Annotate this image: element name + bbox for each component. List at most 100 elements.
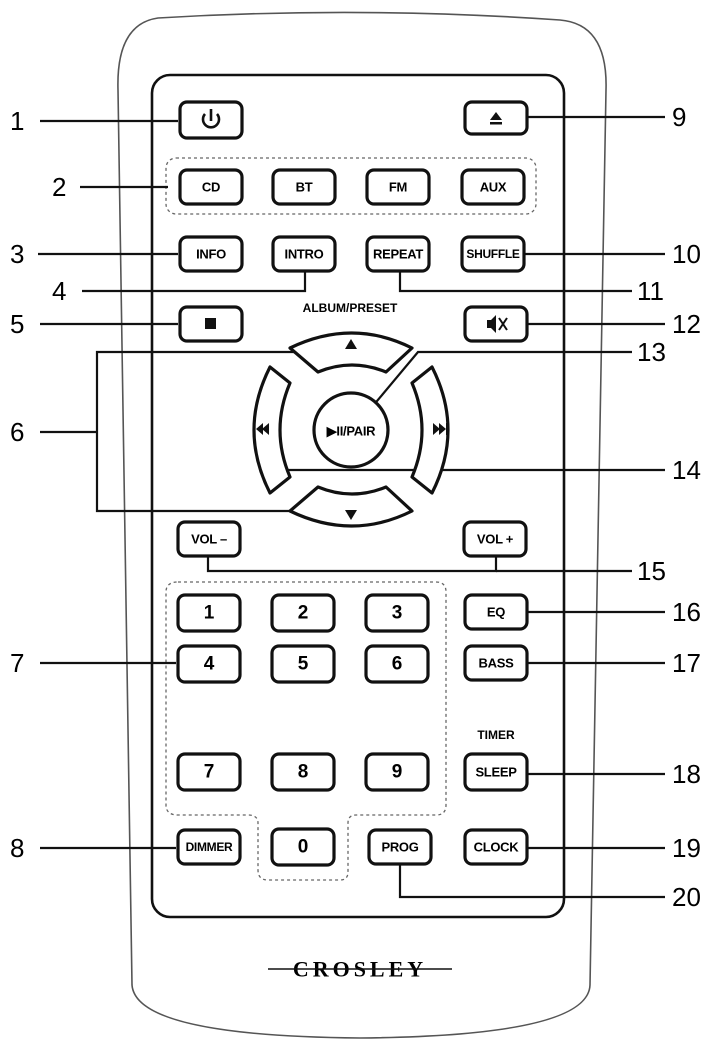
crosley-logo: CROSLEY: [268, 957, 452, 982]
power-button[interactable]: [178, 100, 244, 140]
bass-button[interactable]: BASS: [463, 644, 529, 682]
dimmer-button-label: DIMMER: [186, 840, 233, 854]
prev-track-button[interactable]: [252, 365, 292, 495]
album-preset-up-button[interactable]: [288, 331, 414, 374]
callout-9: 9: [672, 102, 686, 132]
callout-19: 19: [672, 833, 701, 863]
callout-11: 11: [637, 276, 664, 306]
info-button-label: INFO: [196, 247, 226, 262]
digit-button-3[interactable]: 3: [364, 593, 430, 633]
callout-1: 1: [10, 106, 24, 136]
leader-13: [371, 350, 632, 408]
fm-button-label: FM: [389, 180, 407, 195]
digit-button-2[interactable]: 2: [270, 593, 336, 633]
digit-label: 2: [298, 603, 309, 624]
arrow-down-icon: [345, 510, 357, 520]
callout-7: 7: [10, 648, 24, 678]
aux-button-label: AUX: [480, 180, 507, 195]
next-track-icon: [433, 423, 449, 435]
callout-3: 3: [10, 239, 24, 269]
intro-button-label: INTRO: [285, 247, 324, 262]
vol-minus-label: VOL –: [191, 532, 227, 547]
mute-icon: [487, 315, 508, 333]
prev-track-icon: [253, 423, 269, 435]
callout-15: 15: [637, 556, 666, 586]
digit-label: 9: [392, 762, 403, 783]
digit-button-7[interactable]: 7: [176, 752, 242, 792]
callout-4: 4: [52, 276, 66, 306]
clock-button-label: CLOCK: [474, 840, 520, 855]
digit-button-4[interactable]: 4: [176, 644, 242, 684]
stop-button[interactable]: [178, 305, 244, 343]
repeat-button[interactable]: REPEAT: [365, 235, 431, 273]
digit-button-1[interactable]: 1: [176, 593, 242, 633]
leader-20: [398, 865, 665, 899]
timer-caption: TIMER: [477, 728, 515, 742]
bass-button-label: BASS: [479, 656, 515, 671]
vol-minus-button[interactable]: VOL –: [176, 520, 242, 558]
callout-2: 2: [52, 172, 66, 202]
power-icon: [201, 109, 221, 129]
digit-button-5[interactable]: 5: [270, 644, 336, 684]
digit-button-0[interactable]: 0: [270, 827, 336, 867]
eject-icon: [490, 112, 502, 125]
dimmer-button[interactable]: DIMMER: [176, 828, 242, 866]
bt-button-label: BT: [296, 180, 313, 195]
digit-button-6[interactable]: 6: [364, 644, 430, 684]
aux-button[interactable]: AUX: [460, 168, 526, 206]
eq-button[interactable]: EQ: [463, 593, 529, 631]
callout-13: 13: [637, 337, 666, 367]
intro-button[interactable]: INTRO: [271, 235, 337, 273]
callout-6: 6: [10, 417, 24, 447]
sleep-button[interactable]: SLEEP: [463, 752, 529, 792]
digit-label: 4: [204, 654, 215, 675]
album-preset-caption: ALBUM/PRESET: [303, 301, 398, 315]
leader-15: [206, 556, 498, 573]
number-pad-outline: [165, 581, 447, 881]
callout-12: 12: [672, 309, 701, 339]
nav-pad: ▶II/PAIR: [252, 331, 450, 528]
callout-5: 5: [10, 309, 24, 339]
play-pair-button[interactable]: ▶II/PAIR: [312, 391, 390, 469]
leader-4: [82, 270, 307, 293]
callout-8: 8: [10, 833, 24, 863]
info-button[interactable]: INFO: [178, 235, 244, 273]
mute-button[interactable]: [463, 305, 529, 343]
digit-label: 7: [204, 762, 215, 783]
digit-label: 0: [298, 837, 309, 858]
digit-label: 5: [298, 654, 309, 675]
leader-11: [398, 270, 632, 293]
album-preset-down-button[interactable]: [288, 485, 414, 528]
digit-button-8[interactable]: 8: [270, 752, 336, 792]
fm-button[interactable]: FM: [365, 168, 431, 206]
callout-18: 18: [672, 759, 701, 789]
vol-plus-button[interactable]: VOL +: [462, 520, 528, 558]
digit-label: 1: [204, 603, 215, 624]
sleep-button-label: SLEEP: [475, 765, 517, 780]
vol-plus-label: VOL +: [477, 532, 514, 547]
play-pair-label: ▶II/PAIR: [326, 424, 376, 439]
callout-14: 14: [672, 455, 701, 485]
eject-button[interactable]: [463, 100, 529, 136]
arrow-up-icon: [345, 339, 357, 349]
prog-button[interactable]: PROG: [367, 828, 433, 866]
next-track-button[interactable]: [410, 365, 450, 495]
shuffle-button[interactable]: SHUFFLE: [460, 235, 526, 273]
clock-button[interactable]: CLOCK: [463, 828, 529, 866]
shuffle-button-label: SHUFFLE: [466, 247, 520, 261]
repeat-button-label: REPEAT: [373, 247, 423, 262]
digit-button-9[interactable]: 9: [364, 752, 430, 792]
digit-label: 8: [298, 762, 309, 783]
callout-17: 17: [672, 648, 701, 678]
eq-button-label: EQ: [487, 605, 505, 620]
digit-label: 6: [392, 654, 403, 675]
cd-button-label: CD: [202, 180, 220, 195]
cd-button[interactable]: CD: [178, 168, 244, 206]
digit-label: 3: [392, 603, 403, 624]
stop-icon: [205, 318, 216, 329]
callout-10: 10: [672, 239, 701, 269]
callout-16: 16: [672, 597, 701, 627]
prog-button-label: PROG: [381, 840, 418, 855]
bt-button[interactable]: BT: [271, 168, 337, 206]
